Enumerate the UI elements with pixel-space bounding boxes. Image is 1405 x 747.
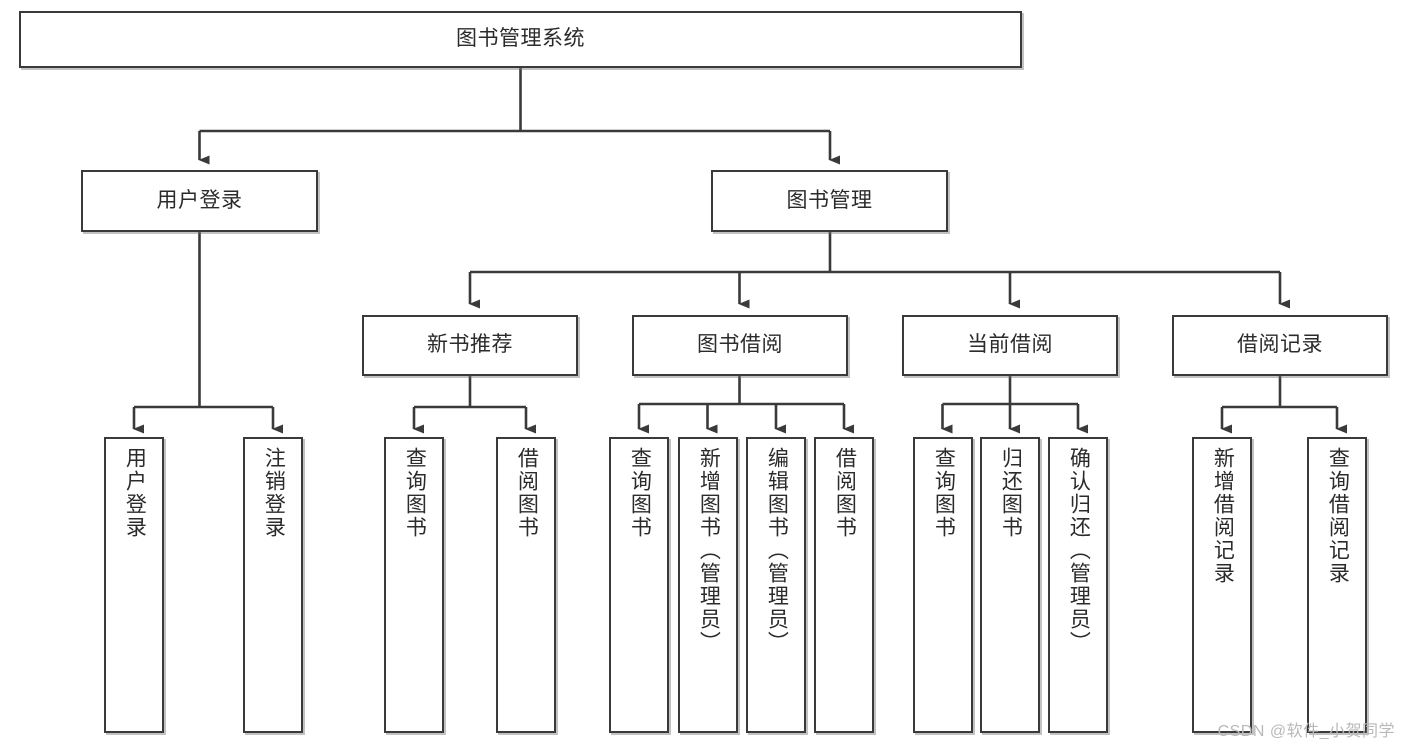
node-book-borrow[interactable]: 图书借阅 bbox=[632, 315, 848, 376]
leaf-recommend-borrow-books[interactable]: 借阅图书 bbox=[496, 437, 556, 733]
leaf-current-confirm-return-admin[interactable]: 确认归还（管理员） bbox=[1048, 437, 1108, 733]
leaf-current-return-books[interactable]: 归还图书 bbox=[980, 437, 1040, 733]
node-label: 查询图书 bbox=[628, 447, 652, 539]
leaf-recommend-query-books[interactable]: 查询图书 bbox=[384, 437, 444, 733]
node-new-book-recommend[interactable]: 新书推荐 bbox=[362, 315, 578, 376]
node-label: 用户登录 bbox=[156, 188, 243, 212]
leaf-current-query-books[interactable]: 查询图书 bbox=[913, 437, 973, 733]
node-label: 图书管理系统 bbox=[456, 27, 585, 51]
leaf-borrow-edit-book-admin[interactable]: 编辑图书（管理员） bbox=[746, 437, 806, 733]
node-label: 当前借阅 bbox=[967, 333, 1053, 357]
csdn-watermark: CSDN @软件_小贺同学 bbox=[1217, 723, 1395, 740]
node-label: 借阅记录 bbox=[1237, 333, 1323, 357]
node-label: 确认归还（管理员） bbox=[1067, 447, 1091, 654]
node-label: 新书推荐 bbox=[427, 333, 513, 357]
leaf-records-add-record[interactable]: 新增借阅记录 bbox=[1192, 437, 1252, 733]
node-label: 查询借阅记录 bbox=[1326, 447, 1350, 585]
node-label: 编辑图书（管理员） bbox=[765, 447, 789, 654]
node-label: 用户登录 bbox=[123, 447, 147, 539]
node-label: 图书借阅 bbox=[697, 333, 783, 357]
node-label: 借阅图书 bbox=[515, 447, 539, 539]
node-borrow-records[interactable]: 借阅记录 bbox=[1172, 315, 1388, 376]
node-label: 新增图书（管理员） bbox=[697, 447, 721, 654]
node-label: 查询图书 bbox=[932, 447, 956, 539]
node-label: 查询图书 bbox=[403, 447, 427, 539]
node-current-borrow[interactable]: 当前借阅 bbox=[902, 315, 1118, 376]
node-label: 归还图书 bbox=[999, 447, 1023, 539]
node-label: 图书管理 bbox=[786, 188, 873, 212]
leaf-records-query-record[interactable]: 查询借阅记录 bbox=[1307, 437, 1367, 733]
leaf-user-login-login[interactable]: 用户登录 bbox=[104, 437, 164, 733]
leaf-user-login-logout[interactable]: 注销登录 bbox=[243, 437, 303, 733]
node-root-library-management-system[interactable]: 图书管理系统 bbox=[19, 11, 1022, 68]
node-label: 注销登录 bbox=[262, 447, 286, 539]
node-user-login[interactable]: 用户登录 bbox=[81, 170, 318, 232]
node-label: 新增借阅记录 bbox=[1211, 447, 1235, 585]
node-label: 借阅图书 bbox=[833, 447, 857, 539]
leaf-borrow-add-book-admin[interactable]: 新增图书（管理员） bbox=[678, 437, 738, 733]
leaf-borrow-query-books[interactable]: 查询图书 bbox=[609, 437, 669, 733]
node-book-management[interactable]: 图书管理 bbox=[711, 170, 948, 232]
leaf-borrow-borrow-books[interactable]: 借阅图书 bbox=[814, 437, 874, 733]
